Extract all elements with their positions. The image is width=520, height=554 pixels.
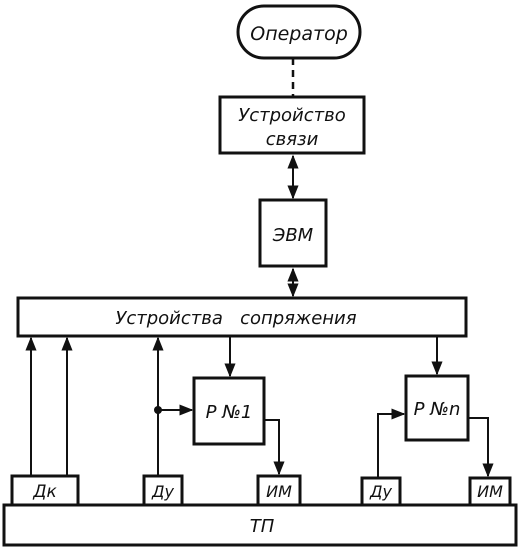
computer-label: ЭВМ bbox=[272, 225, 314, 246]
comm-device-label-2: связи bbox=[266, 129, 319, 150]
comm-device-label-1: Устройство bbox=[238, 105, 346, 126]
actuator-2-node bbox=[468, 476, 512, 507]
sensor-du-1-label: Ду bbox=[151, 482, 175, 501]
regulator-n-label: Р №n bbox=[414, 399, 461, 420]
sensor-du-2-label: Ду bbox=[369, 482, 393, 501]
regulator-n-node bbox=[404, 374, 470, 442]
process-node bbox=[2, 503, 518, 547]
computer-node bbox=[258, 198, 328, 268]
sensor-dk-label: Дк bbox=[32, 482, 57, 502]
actuator-2-label: ИМ bbox=[477, 482, 503, 501]
actuator-1-node bbox=[256, 474, 302, 507]
process-label: ТП bbox=[250, 516, 275, 537]
comm-device-node bbox=[218, 95, 366, 155]
sensor-dk-node bbox=[10, 474, 80, 507]
du2-regn-link bbox=[377, 408, 406, 478]
interface-label: Устройства сопряжения bbox=[115, 308, 356, 329]
regn-actuator-link bbox=[468, 417, 494, 478]
reg1-actuator-link bbox=[264, 419, 285, 476]
regulator-1-label: Р №1 bbox=[206, 402, 253, 423]
interface-node bbox=[16, 296, 468, 338]
sensor-du-1-node bbox=[142, 474, 184, 507]
operator-node bbox=[236, 4, 362, 60]
sensor-du-2-node bbox=[360, 476, 402, 507]
actuator-1-label: ИМ bbox=[266, 482, 292, 501]
regulator-1-node bbox=[192, 376, 266, 446]
operator-label: Оператор bbox=[250, 23, 348, 45]
